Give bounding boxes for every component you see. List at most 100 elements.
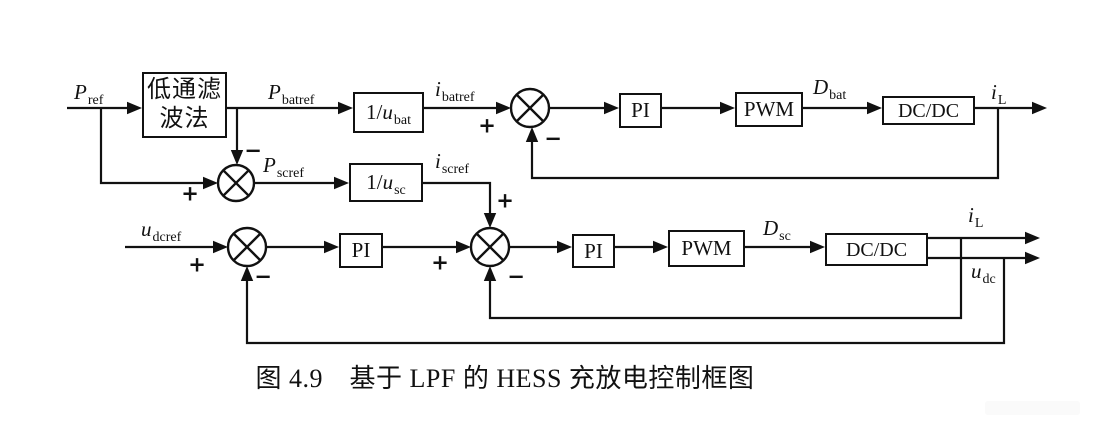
arrowhead — [604, 101, 619, 115]
i-l-sc-sub: L — [974, 216, 984, 231]
block-dcdc-sc: DC/DC — [825, 233, 928, 266]
sign-plus-sum-isc-left: + — [431, 250, 449, 275]
label-i-scref: iscref — [435, 149, 469, 177]
arrowhead — [1025, 251, 1040, 265]
arrowhead — [483, 266, 497, 281]
d-bat-sub: bat — [829, 88, 847, 103]
block-pi-bat: PI — [619, 93, 662, 128]
arrowhead — [334, 176, 349, 190]
arrowhead — [324, 240, 339, 254]
block-pwm-sc: PWM — [668, 230, 745, 267]
wire-udc-feedback — [245, 258, 1006, 345]
sign-minus-sum-isc: − — [507, 264, 525, 289]
label-u-dc: udc — [971, 259, 996, 287]
i-l-bat-sub: L — [997, 93, 1007, 108]
label-i-l-sc: iL — [968, 203, 983, 231]
arrowhead — [338, 101, 353, 115]
sign-minus-sum-udc: − — [254, 264, 272, 289]
arrowhead — [525, 127, 539, 142]
wire-pref-branch — [99, 108, 206, 185]
arrowhead — [653, 240, 668, 254]
arrowhead — [483, 213, 497, 228]
sign-plus-sum-pscref: + — [181, 181, 199, 206]
block-pi-isc: PI — [572, 234, 615, 268]
d-sc-sub: sc — [779, 229, 791, 244]
label-d-bat: Dbat — [813, 75, 846, 103]
p-ref-main: P — [74, 80, 87, 104]
arrowhead — [867, 101, 882, 115]
sum-junction-ibat — [509, 87, 551, 129]
p-scref-main: P — [263, 153, 276, 177]
sum-junction-isc — [469, 226, 511, 268]
lpf-label-line2: 波法 — [159, 106, 210, 132]
label-p-scref: Pscref — [263, 153, 304, 181]
label-p-batref: Pbatref — [268, 80, 314, 108]
pi-udc-label: PI — [351, 238, 371, 262]
label-u-dcref: udcref — [141, 217, 181, 245]
arrowhead — [810, 240, 825, 254]
inv-ubat-sub: bat — [393, 113, 411, 128]
arrowhead — [496, 101, 511, 115]
i-l-bat-main: i — [991, 80, 997, 104]
arrowhead — [1032, 101, 1047, 115]
inv-ubat-pre: 1/ — [366, 100, 383, 124]
sign-plus-sum-ibat: + — [478, 113, 496, 138]
sum-junction-udc — [226, 226, 268, 268]
label-d-sc: Dsc — [763, 216, 791, 244]
p-batref-sub: batref — [281, 93, 315, 108]
sign-minus-sum-ibat: − — [544, 126, 562, 151]
arrowhead — [456, 240, 471, 254]
block-inv-usc: 1/usc — [349, 163, 423, 202]
i-batref-main: i — [435, 77, 441, 101]
p-scref-sub: scref — [276, 166, 305, 181]
pwm-bat-label: PWM — [743, 97, 795, 121]
arrowhead — [127, 101, 142, 115]
inv-usc-sub: sc — [394, 183, 406, 198]
sign-minus-sum-pscref: − — [244, 138, 262, 163]
label-p-ref: Pref — [74, 80, 103, 108]
i-batref-sub: batref — [441, 90, 475, 105]
block-inv-ubat: 1/ubat — [353, 92, 424, 133]
pi-bat-label: PI — [631, 98, 650, 122]
wire-il-bat-feedback — [530, 108, 1000, 180]
lpf-label-line1: 低通滤 — [147, 76, 222, 103]
i-l-sc-main: i — [968, 203, 974, 227]
arrowhead — [240, 266, 254, 281]
arrowhead — [230, 150, 244, 165]
i-scref-sub: scref — [441, 162, 470, 177]
d-sc-main: D — [763, 216, 779, 240]
sign-plus-sum-isc-top: + — [496, 188, 514, 213]
sign-plus-sum-udc: + — [188, 252, 206, 277]
label-i-batref: ibatref — [435, 77, 475, 105]
arrowhead — [720, 101, 735, 115]
i-scref-main: i — [435, 149, 441, 173]
p-ref-sub: ref — [87, 93, 104, 108]
figure-caption: 图 4.9 基于 LPF 的 HESS 充放电控制框图 — [255, 364, 755, 393]
block-pwm-bat: PWM — [735, 92, 803, 127]
block-pi-udc: PI — [339, 233, 383, 268]
arrowhead — [203, 176, 218, 190]
arrowhead — [557, 240, 572, 254]
sum-junction-pscref — [216, 163, 256, 203]
wire-il-sc-feedback — [488, 238, 963, 320]
label-i-l-bat: iL — [991, 80, 1006, 108]
arrowhead — [1025, 231, 1040, 245]
u-dc-main: u — [971, 259, 982, 283]
d-bat-main: D — [813, 75, 829, 99]
u-dcref-main: u — [141, 217, 152, 241]
u-dcref-sub: dcref — [152, 230, 182, 245]
arrowhead — [213, 240, 228, 254]
wire-iscref — [423, 181, 492, 215]
watermark-area — [985, 401, 1080, 415]
p-batref-main: P — [268, 80, 281, 104]
pwm-sc-label: PWM — [681, 236, 732, 260]
block-lpf: 低通滤 波法 — [142, 72, 227, 138]
pi-isc-label: PI — [584, 238, 603, 263]
block-dcdc-bat: DC/DC — [882, 96, 975, 125]
dcdc-sc-label: DC/DC — [845, 238, 908, 261]
inv-usc-main: u — [382, 170, 394, 194]
dcdc-bat-label: DC/DC — [897, 99, 960, 122]
inv-usc-pre: 1/ — [366, 170, 383, 194]
